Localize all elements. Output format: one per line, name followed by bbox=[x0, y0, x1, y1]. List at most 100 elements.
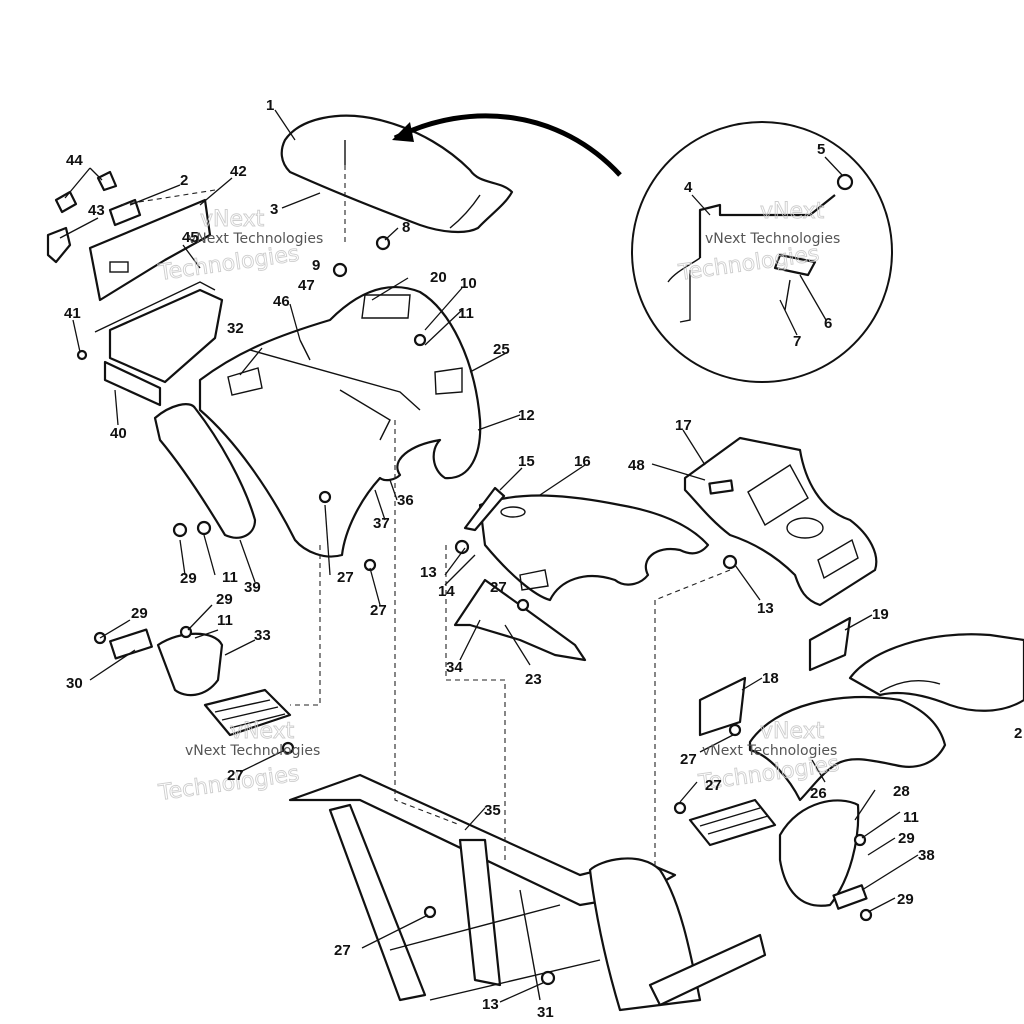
bumper-44-left[interactable] bbox=[54, 190, 78, 214]
callout-38: 38 bbox=[918, 847, 935, 864]
callout-11-left: 11 bbox=[217, 612, 233, 629]
callout-13-frame: 13 bbox=[482, 996, 499, 1013]
callout-20: 20 bbox=[430, 269, 447, 286]
callout-27-footrest-r: 27 bbox=[705, 777, 722, 794]
footrest-right[interactable] bbox=[688, 798, 777, 847]
footrest-left[interactable] bbox=[203, 688, 292, 737]
callout-labels: 1 2 3 4 5 6 7 8 9 10 11 11 11 11 12 13 1… bbox=[64, 97, 1022, 1021]
clip-43[interactable] bbox=[46, 226, 72, 264]
callout-26: 26 bbox=[810, 785, 827, 802]
callout-7: 7 bbox=[793, 333, 801, 350]
callout-6: 6 bbox=[824, 315, 832, 332]
latch-detail-circle bbox=[631, 121, 893, 383]
callout-34: 34 bbox=[446, 659, 463, 676]
front-fender[interactable] bbox=[478, 494, 710, 602]
callout-1: 1 bbox=[266, 97, 274, 114]
callout-35: 35 bbox=[484, 802, 501, 819]
callout-32: 32 bbox=[227, 320, 244, 337]
callout-15: 15 bbox=[518, 453, 535, 470]
decal-18[interactable] bbox=[698, 676, 747, 737]
callout-18: 18 bbox=[762, 670, 779, 687]
tool-box[interactable] bbox=[94, 281, 224, 407]
svg-text:vNext: vNext bbox=[230, 719, 295, 744]
callout-31: 31 bbox=[537, 1004, 554, 1021]
callout-17: 17 bbox=[675, 417, 692, 434]
callout-3: 3 bbox=[270, 201, 278, 218]
callout-29-left2: 29 bbox=[216, 591, 233, 608]
callout-27-footrest: 27 bbox=[227, 767, 244, 784]
callout-29-right2: 29 bbox=[897, 891, 914, 908]
callout-48: 48 bbox=[628, 457, 645, 474]
callout-14: 14 bbox=[438, 583, 455, 600]
shroud-15[interactable] bbox=[463, 486, 506, 532]
alignment-lines bbox=[119, 165, 731, 870]
callout-43: 43 bbox=[88, 202, 105, 219]
callout-29-flap: 29 bbox=[180, 570, 197, 587]
callout-4: 4 bbox=[684, 179, 693, 196]
mud-flap-rear[interactable] bbox=[153, 403, 257, 539]
callout-30: 30 bbox=[66, 675, 83, 692]
front-fender-right[interactable] bbox=[848, 633, 1024, 712]
callout-13-tank: 13 bbox=[757, 600, 774, 617]
decal-19[interactable] bbox=[808, 616, 852, 672]
callout-39: 39 bbox=[244, 579, 261, 596]
callout-27-frame: 27 bbox=[334, 942, 351, 959]
frame[interactable] bbox=[288, 773, 767, 1012]
svg-text:vNext Technologies: vNext Technologies bbox=[702, 743, 837, 759]
callout-28: 28 bbox=[893, 783, 910, 800]
callout-27-brace: 27 bbox=[490, 579, 507, 596]
callout-10: 10 bbox=[460, 275, 477, 292]
callout-11-right: 11 bbox=[903, 809, 919, 826]
callout-27-fender: 27 bbox=[370, 602, 387, 619]
mud-flap-front-right[interactable] bbox=[778, 799, 860, 907]
callout-42: 42 bbox=[230, 163, 247, 180]
front-fender-left[interactable] bbox=[748, 695, 947, 802]
callout-23: 23 bbox=[525, 671, 542, 688]
callout-33: 33 bbox=[254, 627, 271, 644]
seat[interactable] bbox=[280, 114, 514, 234]
callout-29-right: 29 bbox=[898, 830, 915, 847]
callout-41: 41 bbox=[64, 305, 81, 322]
callout-47: 47 bbox=[298, 277, 315, 294]
hardware bbox=[76, 235, 873, 986]
callout-11-top: 11 bbox=[458, 305, 474, 322]
detail-arrow bbox=[393, 113, 622, 177]
callout-27-front: 27 bbox=[680, 751, 697, 768]
callout-37: 37 bbox=[373, 515, 390, 532]
callout-9: 9 bbox=[312, 257, 320, 274]
svg-text:vNext Technologies: vNext Technologies bbox=[188, 231, 323, 247]
callout-25: 25 bbox=[493, 341, 510, 358]
fender-brace-34[interactable] bbox=[453, 578, 587, 662]
detail-arrowhead bbox=[392, 122, 414, 142]
svg-text:vNext: vNext bbox=[760, 199, 825, 224]
mud-flap-front-left[interactable] bbox=[156, 632, 224, 697]
watermark-3: vNext Technologies vNext Technologies bbox=[156, 719, 320, 807]
leader-lines bbox=[59, 109, 919, 1003]
svg-text:vNext Technologies: vNext Technologies bbox=[185, 743, 320, 759]
svg-text:vNext: vNext bbox=[200, 207, 265, 232]
callout-40: 40 bbox=[110, 425, 127, 442]
callout-36: 36 bbox=[397, 492, 414, 509]
decal-48[interactable] bbox=[708, 479, 734, 495]
svg-text:vNext: vNext bbox=[760, 719, 825, 744]
callout-45: 45 bbox=[182, 229, 199, 246]
callout-27-rear: 27 bbox=[337, 569, 354, 586]
callout-2-edge: 2 bbox=[1014, 725, 1022, 742]
svg-text:vNext Technologies: vNext Technologies bbox=[705, 231, 840, 247]
callout-8: 8 bbox=[402, 219, 410, 236]
callout-5: 5 bbox=[817, 141, 825, 158]
callout-16: 16 bbox=[574, 453, 591, 470]
callout-46: 46 bbox=[273, 293, 290, 310]
rear-fender[interactable] bbox=[198, 285, 482, 558]
callout-29-left: 29 bbox=[131, 605, 148, 622]
callout-19: 19 bbox=[872, 606, 889, 623]
bracket-plate[interactable] bbox=[88, 198, 212, 302]
clip-2[interactable] bbox=[108, 198, 142, 227]
bumper-44-right[interactable] bbox=[96, 170, 118, 192]
fuel-tank-cover[interactable] bbox=[683, 436, 878, 607]
callout-11-flap: 11 bbox=[222, 569, 238, 586]
callout-44: 44 bbox=[66, 152, 83, 169]
callout-2: 2 bbox=[180, 172, 188, 189]
callout-13-fender: 13 bbox=[420, 564, 437, 581]
